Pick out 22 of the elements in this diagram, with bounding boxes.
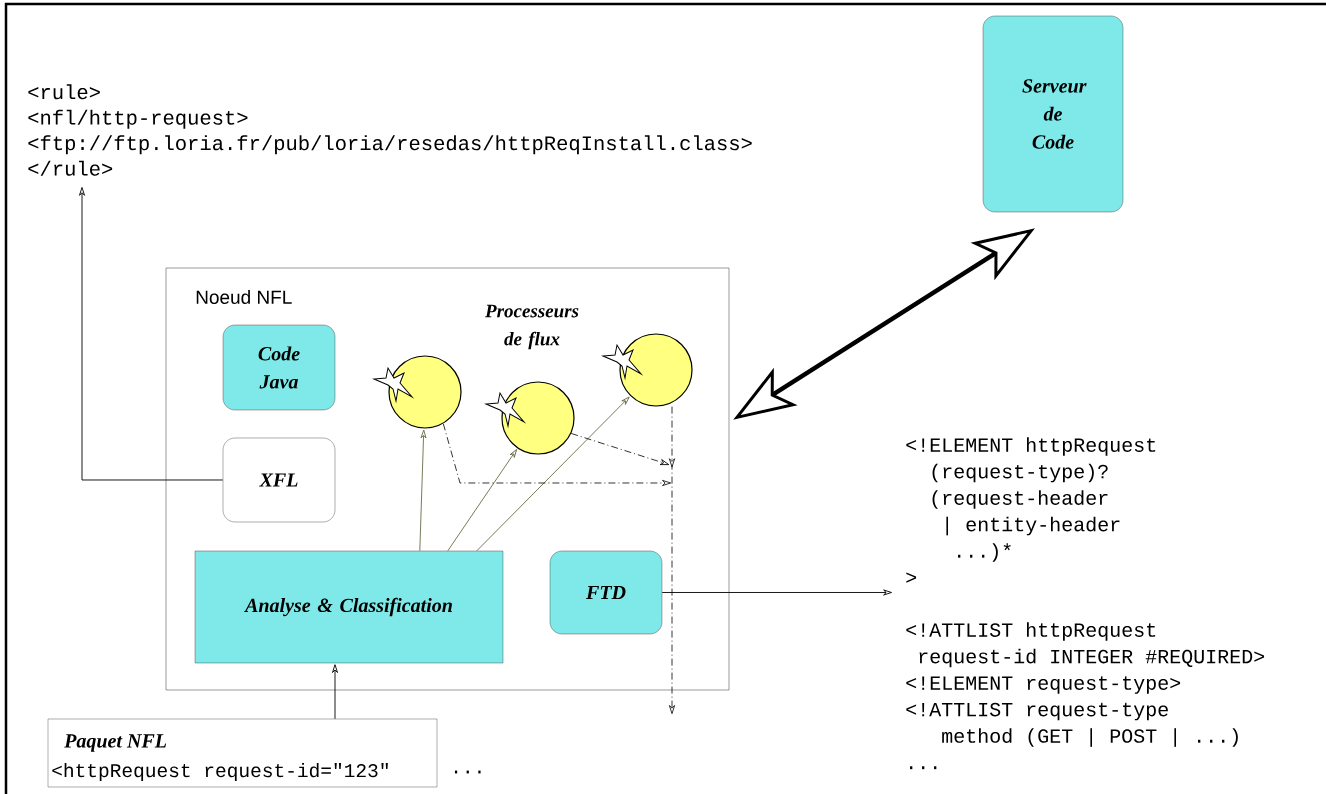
arrow [476,396,630,552]
arrow [332,664,338,720]
packet-box: Paquet NFL <httpRequest request-id="123" [47,718,438,788]
process-box: FTD [549,550,663,635]
process-box: Code Java [222,324,336,411]
process-box: Analyse & Classification [194,550,504,664]
arrow [668,406,676,715]
process-box: XFL [222,437,336,523]
arrow [419,429,427,552]
arrow [661,589,892,596]
processor-circle [388,355,462,429]
code-text: <rule> <nfl/http-request> <ftp://ftp.loria.fr/pub/loria/resedas/httpReqInstall.class> </rule> [28,84,752,176]
processor-circle [501,381,575,455]
server-box: Serveur de Code [982,15,1124,213]
arrow [447,449,518,552]
arrow [79,187,224,481]
group-label: Processeurs de flux [485,304,579,350]
processor-circle [619,333,693,407]
arrow [570,433,670,465]
code-text: <!ELEMENT httpRequest (request-type)? (request-header | entity-header ...)* > <!ATTLIST httpRequest request-id INTEGER #REQUIRED> <!ELEMENT request-type> <!ATTLIST request-type method (GET | POST | ...) ... [906,437,1265,770]
arrow [442,423,672,487]
ellipsis-text: ... [454,770,481,774]
